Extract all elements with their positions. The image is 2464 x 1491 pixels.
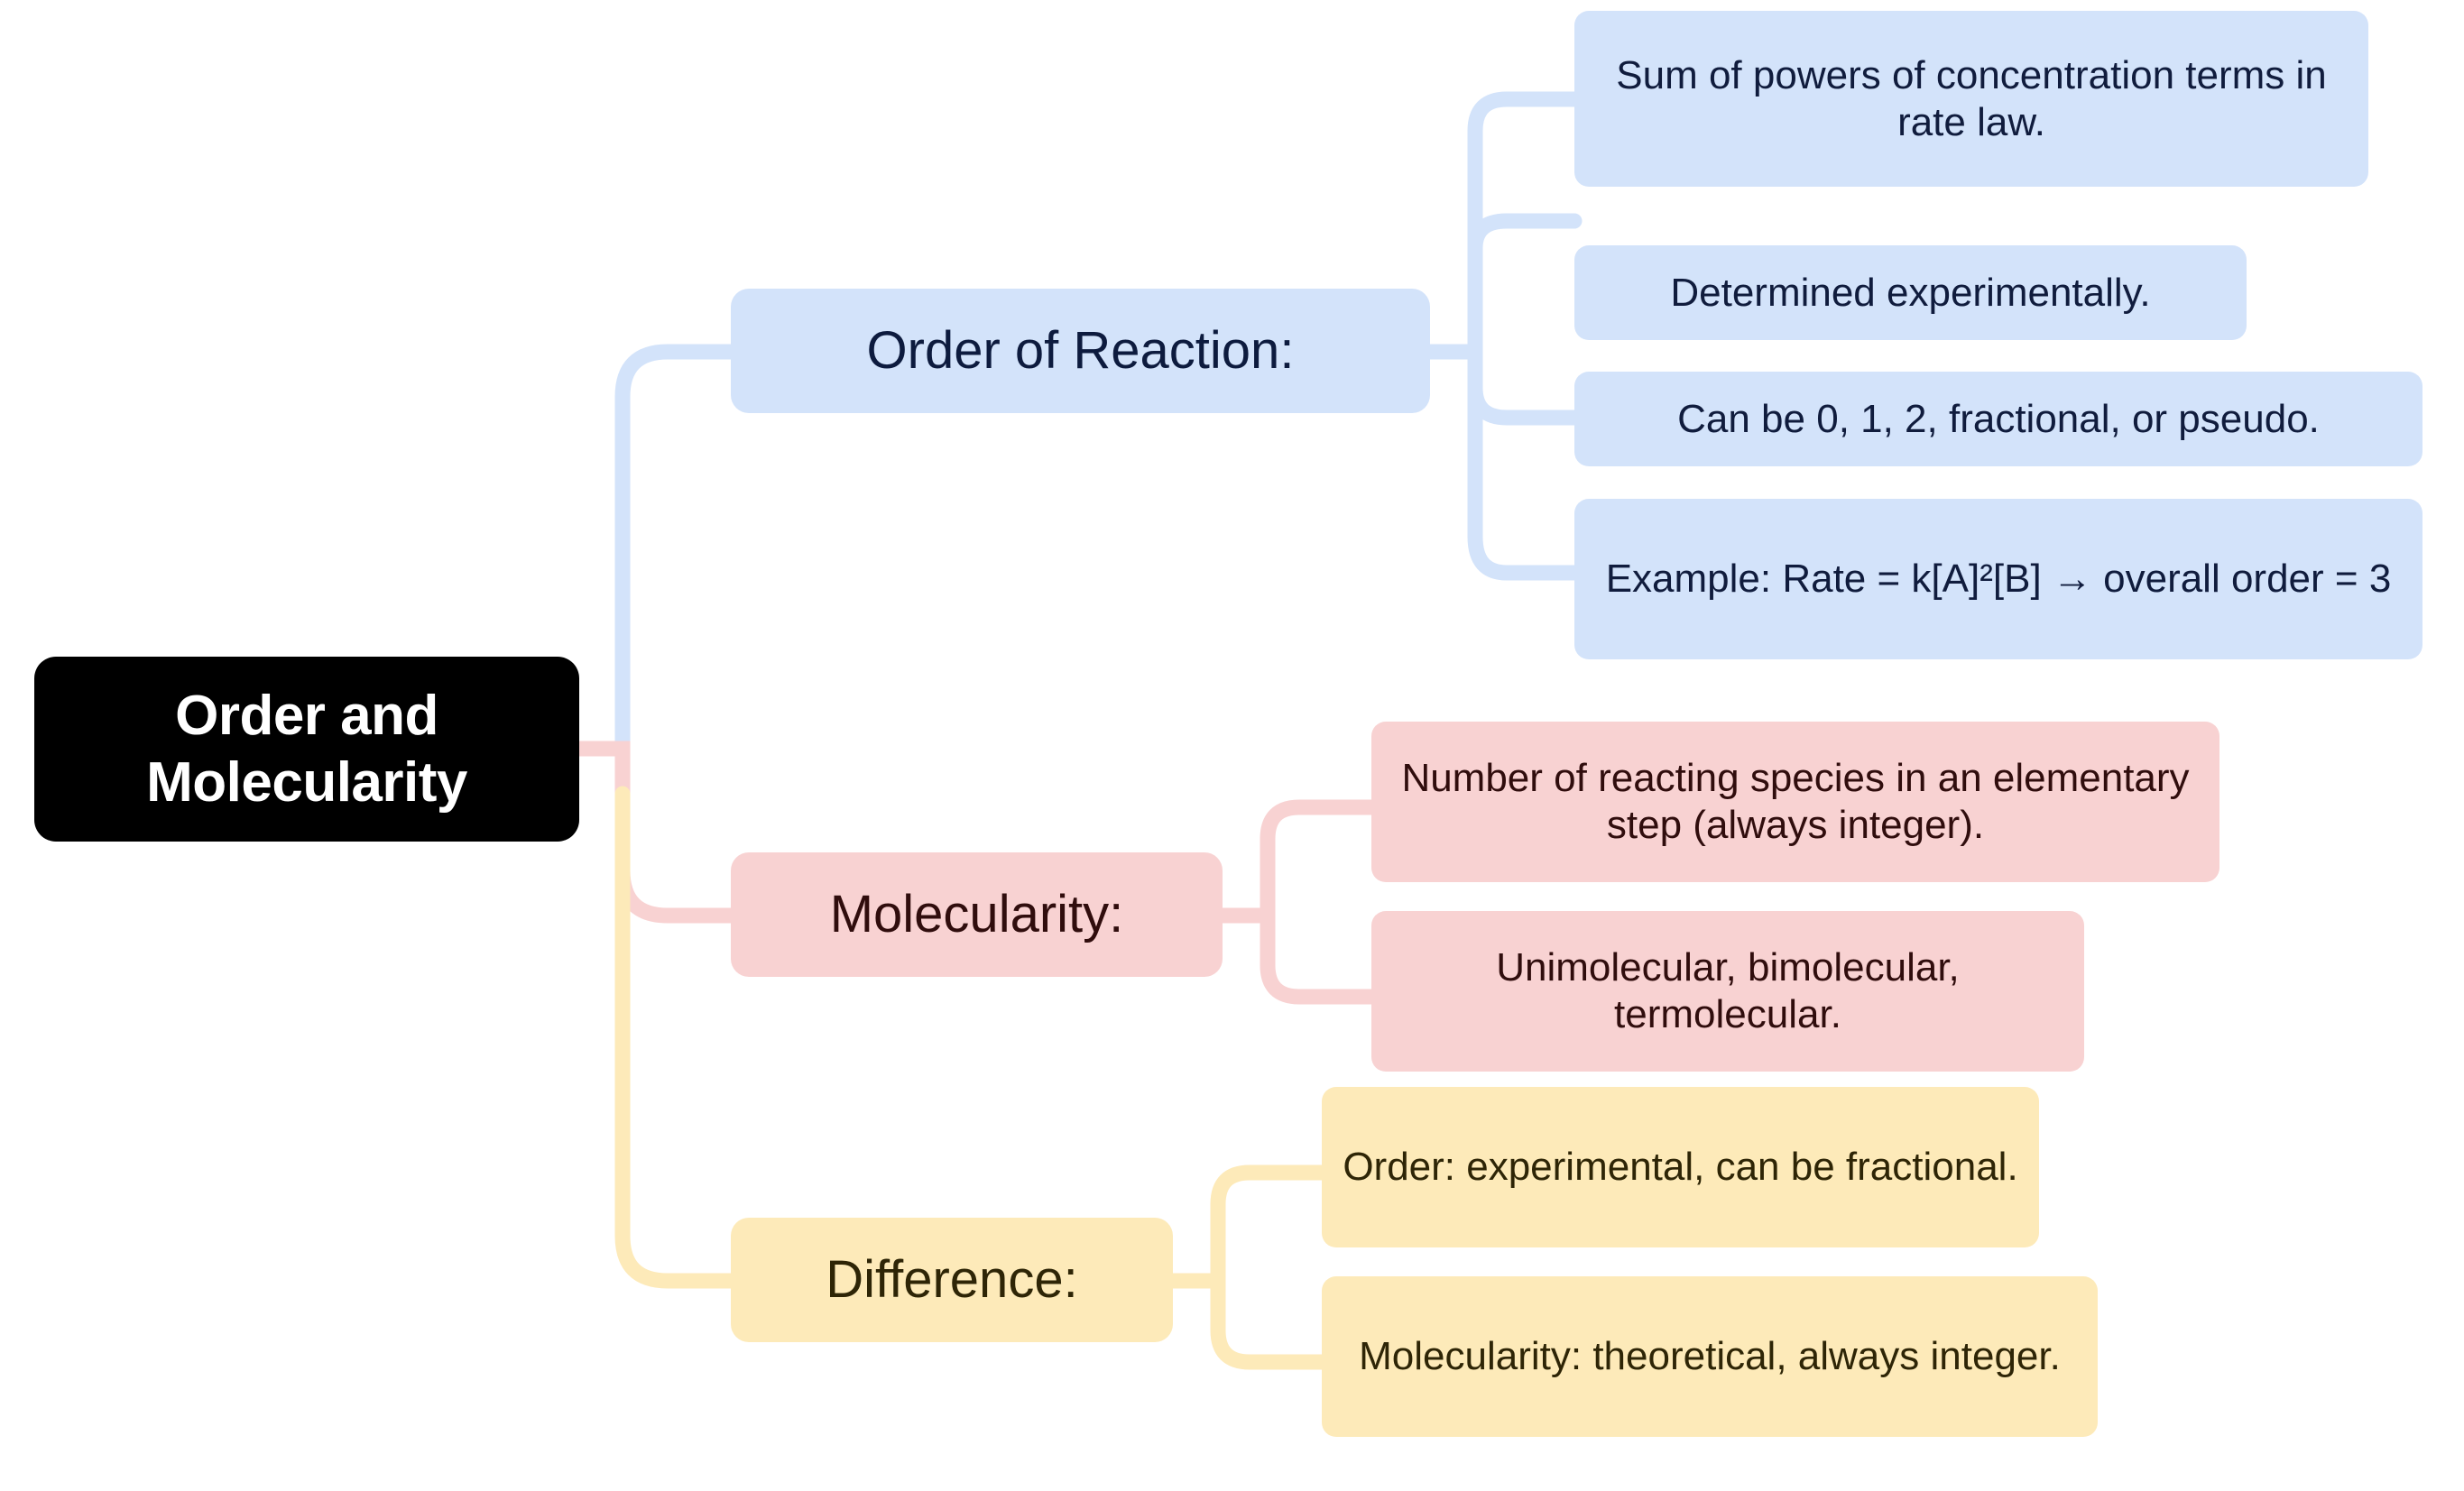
leaf-node-order-possible-values[interactable]: Can be 0, 1, 2, fractional, or pseudo. — [1574, 372, 2422, 466]
leaf-node-molecularity-types[interactable]: Unimolecular, bimolecular, termolecular. — [1371, 911, 2084, 1072]
root-node[interactable]: Order and Molecularity — [34, 657, 579, 842]
leaf-label-difference-order: Order: experimental, can be fractional. — [1343, 1145, 2018, 1190]
leaf-label-molecularity-definition: Number of reacting species in an element… — [1401, 756, 2190, 847]
leaf-node-order-example[interactable]: Example: Rate = k[A]²[B] → overall order… — [1574, 499, 2422, 659]
leaf-label-order-determined-experimentally: Determined experimentally. — [1670, 270, 2151, 315]
branch-node-order-of-reaction[interactable]: Order of Reaction: — [731, 289, 1430, 413]
leaf-node-difference-molecularity[interactable]: Molecularity: theoretical, always intege… — [1322, 1276, 2098, 1437]
leaf-node-order-determined-experimentally[interactable]: Determined experimentally. — [1574, 245, 2247, 340]
branch-label-order-of-reaction: Order of Reaction: — [866, 320, 1295, 380]
branch-label-difference: Difference: — [826, 1249, 1078, 1309]
leaf-node-molecularity-definition[interactable]: Number of reacting species in an element… — [1371, 722, 2219, 882]
root-node-label: Order and Molecularity — [146, 685, 467, 814]
branch-label-molecularity: Molecularity: — [829, 884, 1124, 943]
branch-node-difference[interactable]: Difference: — [731, 1218, 1173, 1342]
leaf-label-molecularity-types: Unimolecular, bimolecular, termolecular. — [1496, 945, 1960, 1036]
leaf-label-order-example: Example: Rate = k[A]²[B] → overall order… — [1605, 557, 2392, 602]
leaf-label-order-possible-values: Can be 0, 1, 2, fractional, or pseudo. — [1677, 396, 2320, 441]
leaf-node-difference-order[interactable]: Order: experimental, can be fractional. — [1322, 1087, 2039, 1247]
leaf-node-order-sum-of-powers[interactable]: Sum of powers of concentration terms in … — [1574, 11, 2368, 187]
branch-node-molecularity[interactable]: Molecularity: — [731, 852, 1223, 977]
leaf-label-difference-molecularity: Molecularity: theoretical, always intege… — [1359, 1334, 2061, 1379]
leaf-label-order-sum-of-powers: Sum of powers of concentration terms in … — [1616, 52, 2327, 144]
